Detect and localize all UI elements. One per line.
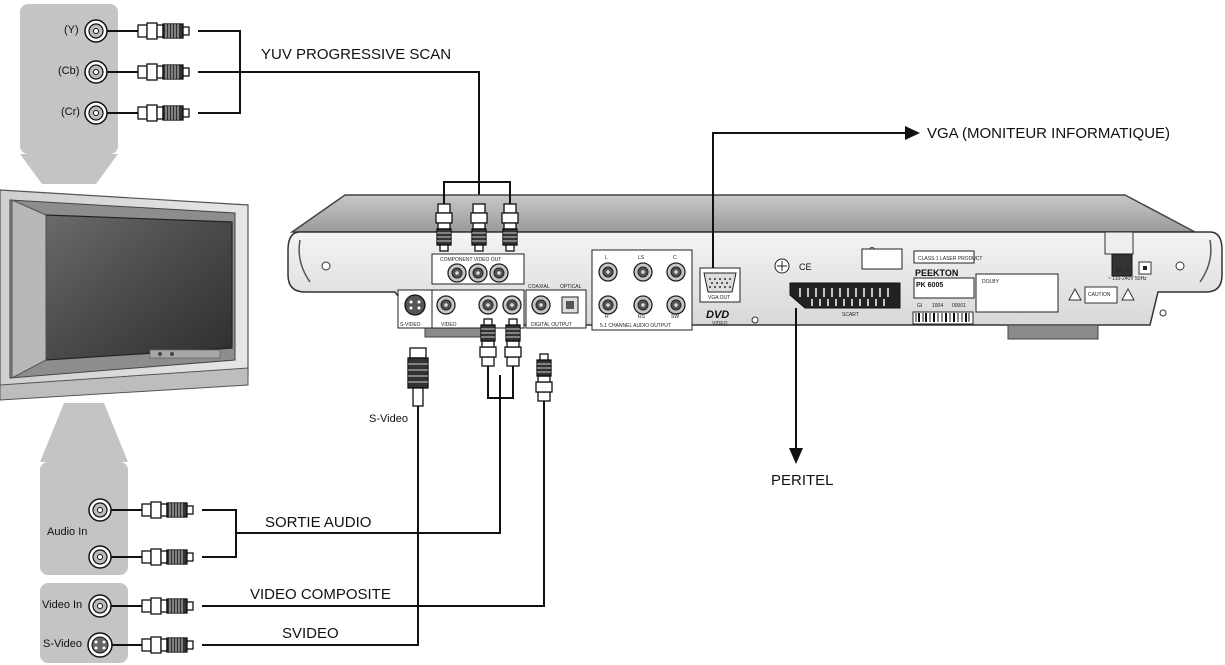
peritel-label: PERITEL xyxy=(771,472,834,489)
svg-text:PEEKTON: PEEKTON xyxy=(915,268,958,278)
svg-text:GI: GI xyxy=(917,303,922,309)
s-video-in-label: S-Video xyxy=(43,638,82,650)
scart-port xyxy=(789,282,901,309)
svg-text:CE: CE xyxy=(799,262,812,272)
audio-plugs-bottom xyxy=(479,318,553,402)
audio-in-left-jack xyxy=(88,498,112,522)
svg-text:VIDEO: VIDEO xyxy=(441,322,457,328)
y-cable-plug xyxy=(137,22,190,40)
player-cable-brackets xyxy=(443,181,514,533)
vga-output-port xyxy=(699,267,741,303)
svg-text:~ 110-240V 50Hz: ~ 110-240V 50Hz xyxy=(1108,276,1147,282)
svg-text:COAXIAL: COAXIAL xyxy=(528,284,550,290)
svg-text:L: L xyxy=(605,255,608,261)
svg-text:00001: 00001 xyxy=(952,303,966,309)
svg-text:LS: LS xyxy=(638,255,645,261)
svg-text:DOLBY: DOLBY xyxy=(982,279,1000,285)
svg-text:CLASS 1 LASER PRODUCT: CLASS 1 LASER PRODUCT xyxy=(918,256,982,262)
tv-video-input-panel xyxy=(40,583,128,663)
audio-in-right-jack xyxy=(88,545,112,569)
video-composite-label: VIDEO COMPOSITE xyxy=(250,586,391,603)
yuv-cables-tv-side xyxy=(107,30,480,198)
svg-text:5.1 CHANNEL AUDIO OUTPUT: 5.1 CHANNEL AUDIO OUTPUT xyxy=(600,323,671,329)
svg-text:RS: RS xyxy=(638,314,646,320)
audio-in-label: Audio In xyxy=(47,526,88,538)
yuv-progressive-scan-label: YUV PROGRESSIVE SCAN xyxy=(261,46,452,63)
cb-input-label: (Cb) xyxy=(58,65,80,77)
y-input-label: (Y) xyxy=(64,24,79,36)
svideo-output-jack xyxy=(397,289,433,329)
svg-text:OPTICAL: OPTICAL xyxy=(560,284,582,290)
video-in-label: Video In xyxy=(42,599,83,611)
svg-text:S-VIDEO: S-VIDEO xyxy=(400,322,421,328)
video-in-jack xyxy=(88,594,112,618)
svideo-plug-cable xyxy=(407,347,429,407)
component-plugs-top xyxy=(435,203,519,252)
component-output-group xyxy=(431,253,525,329)
svideo-plug xyxy=(141,636,194,654)
scart-cable xyxy=(789,308,803,464)
svg-text:CAUTION: CAUTION xyxy=(1088,292,1111,298)
digital-output-group xyxy=(525,289,587,329)
sortie-audio-label: SORTIE AUDIO xyxy=(265,514,372,531)
svg-text:VIDEO: VIDEO xyxy=(712,321,728,327)
audio-right-plug xyxy=(141,548,194,566)
svg-text:SW: SW xyxy=(671,314,679,320)
video-composite-plug xyxy=(141,597,194,615)
television xyxy=(0,189,249,401)
barcode xyxy=(912,311,974,325)
tv-audio-input-panel xyxy=(40,403,128,575)
svg-text:DIGITAL OUTPUT: DIGITAL OUTPUT xyxy=(531,322,572,328)
panel-text: S-VIDEO VIDEO COMPONENT VIDEO OUT COAXIA… xyxy=(400,255,1147,329)
surround-output-group xyxy=(591,249,693,331)
s-video-cable-label: S-Video xyxy=(369,413,408,425)
vga-cable xyxy=(712,126,920,268)
cb-cable-plug xyxy=(137,63,190,81)
svg-text:AC IN: AC IN xyxy=(1116,268,1130,274)
ground-screw xyxy=(774,258,790,274)
svg-text:COMPONENT VIDEO OUT: COMPONENT VIDEO OUT xyxy=(440,257,501,263)
cr-input-label: (Cr) xyxy=(61,106,80,118)
y-input-jack xyxy=(84,19,108,43)
svg-text:SCART: SCART xyxy=(842,312,859,318)
vga-monitor-label: VGA (MONITEUR INFORMATIQUE) xyxy=(927,125,1171,142)
cr-cable-plug xyxy=(137,104,190,122)
svideo-label: SVIDEO xyxy=(282,625,339,642)
cr-input-jack xyxy=(84,101,108,125)
audio-left-plug xyxy=(141,501,194,519)
svideo-in-jack xyxy=(87,632,113,658)
svg-text:VGA OUT: VGA OUT xyxy=(708,295,730,301)
svg-text:PK 6005: PK 6005 xyxy=(916,282,943,289)
svg-text:1004: 1004 xyxy=(932,303,943,309)
svg-text:R: R xyxy=(605,314,609,320)
info-labels xyxy=(861,248,1059,313)
svg-text:DVD: DVD xyxy=(706,309,729,321)
svg-text:C: C xyxy=(673,255,677,261)
cb-input-jack xyxy=(84,60,108,84)
